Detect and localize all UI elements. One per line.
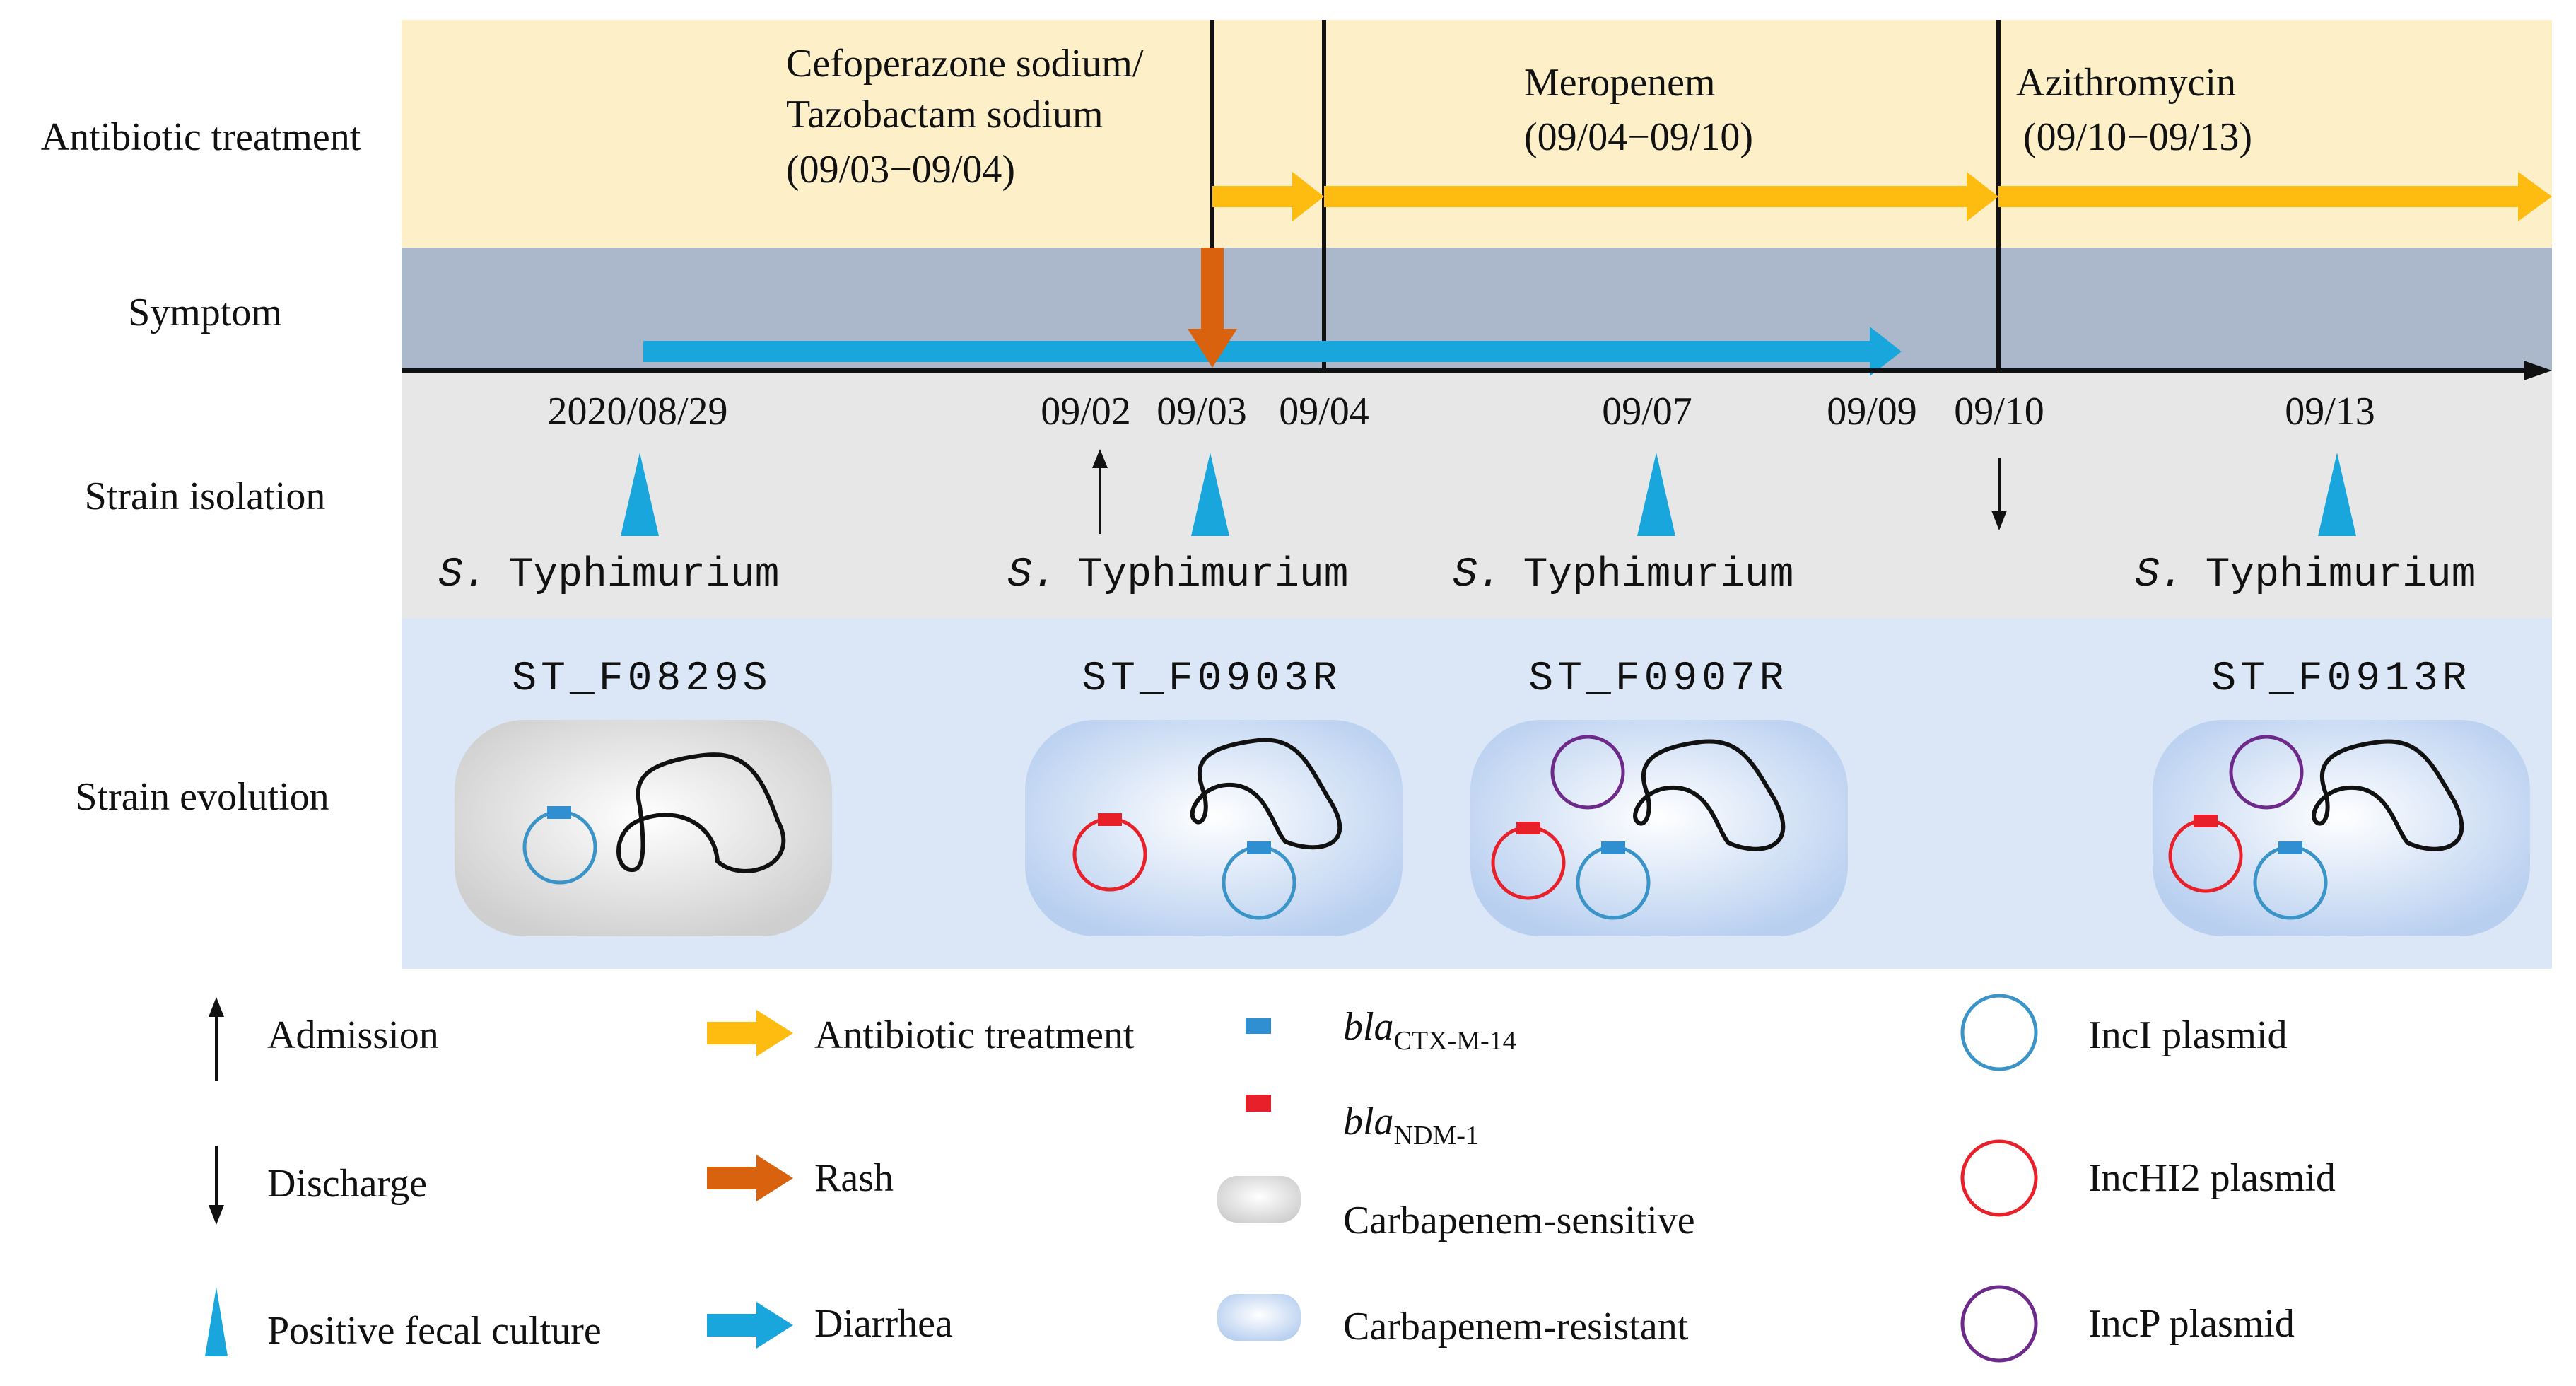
cefoperazone-label-line1: Cefoperazone sodium/ bbox=[786, 42, 1144, 86]
date-0904: 09/04 bbox=[1279, 390, 1369, 433]
date-0913: 09/13 bbox=[2285, 390, 2375, 433]
legend-carbapenem-sensitive: Carbapenem-sensitive bbox=[1217, 1176, 1695, 1242]
row-label-evolution: Strain evolution bbox=[75, 775, 329, 819]
legend-bla-ndm: blaNDM-1 bbox=[1246, 1095, 1479, 1151]
legend-positive-culture-label: Positive fecal culture bbox=[267, 1309, 602, 1353]
date-0907: 09/07 bbox=[1602, 390, 1692, 433]
bla-ndm-marker bbox=[2194, 815, 2218, 827]
cefoperazone-label-line2: Tazobactam sodium bbox=[786, 93, 1103, 136]
positive-culture-0903 bbox=[1191, 453, 1229, 536]
strain-name-s4: ST_F0913R bbox=[2211, 656, 2471, 702]
antibiotic-arrow-meropenem bbox=[1324, 172, 1998, 221]
discharge-arrow bbox=[1991, 458, 2007, 530]
row-label-isolation: Strain isolation bbox=[85, 474, 326, 518]
species-label-0907: S.Typhimurium bbox=[1453, 552, 1794, 598]
rash-arrow bbox=[1188, 248, 1237, 368]
bla-ctx-marker bbox=[2278, 842, 2302, 854]
antibiotic-arrow-cefoperazone bbox=[1212, 172, 1324, 221]
row-label-symptom: Symptom bbox=[128, 291, 282, 334]
strain-name-s1: ST_F0829S bbox=[512, 656, 771, 702]
time-axis bbox=[402, 361, 2552, 380]
positive-culture-0829 bbox=[621, 453, 659, 536]
date-0829: 2020/08/29 bbox=[547, 390, 727, 433]
strain-cell-s3 bbox=[1470, 720, 1848, 936]
legend-discharge: Discharge bbox=[209, 1146, 427, 1225]
legend-admission: Admission bbox=[209, 997, 439, 1081]
admission-arrow bbox=[1092, 449, 1108, 534]
date-0902: 09/02 bbox=[1041, 390, 1131, 433]
date-0903: 09/03 bbox=[1157, 390, 1247, 433]
strain-cell-s2 bbox=[1025, 720, 1403, 936]
chromosome-loop bbox=[616, 752, 786, 873]
row-label-antibiotic: Antibiotic treatment bbox=[41, 115, 361, 159]
meropenem-label: Meropenem bbox=[1524, 61, 1716, 105]
legend-antibiotic-label: Antibiotic treatment bbox=[814, 1013, 1135, 1057]
bla-ndm-marker bbox=[1098, 813, 1122, 826]
legend-inchi2-label: IncHI2 plasmid bbox=[2088, 1156, 2336, 1200]
strain-cell-s4 bbox=[2153, 720, 2530, 936]
diarrhea-arrow bbox=[643, 327, 1902, 376]
incp-plasmid bbox=[1550, 735, 1625, 810]
chromosome-loop bbox=[2312, 739, 2464, 851]
bla-ctx-marker bbox=[1247, 842, 1271, 854]
legend-incp-plasmid: IncP plasmid bbox=[1960, 1285, 2295, 1363]
svg-text:blaNDM-1: blaNDM-1 bbox=[1343, 1100, 1479, 1151]
bla-ndm-marker bbox=[1516, 822, 1540, 834]
legend-incp-label: IncP plasmid bbox=[2088, 1302, 2295, 1346]
positive-culture-0907 bbox=[1637, 453, 1675, 536]
legend-discharge-label: Discharge bbox=[267, 1162, 427, 1206]
legend-antibiotic-arrow: Antibiotic treatment bbox=[707, 1010, 1135, 1057]
meropenem-dates: (09/04−09/10) bbox=[1524, 115, 1753, 159]
legend-inci-label: IncI plasmid bbox=[2088, 1013, 2287, 1057]
legend-carbapenem-resistant: Carbapenem-resistant bbox=[1217, 1294, 1689, 1349]
species-label-0913: S.Typhimurium bbox=[2135, 552, 2476, 598]
azithromycin-label: Azithromycin bbox=[2016, 61, 2236, 105]
bla-ctx-marker bbox=[1601, 842, 1625, 854]
legend-diarrhea-arrow: Diarrhea bbox=[707, 1302, 953, 1349]
date-0909: 09/09 bbox=[1827, 390, 1917, 433]
legend-admission-label: Admission bbox=[267, 1013, 439, 1057]
antibiotic-arrow-azithromycin bbox=[1998, 172, 2552, 221]
strain-cell-s1 bbox=[455, 720, 832, 936]
strain-name-s2: ST_F0903R bbox=[1082, 656, 1341, 702]
legend-carb-sensitive-label: Carbapenem-sensitive bbox=[1343, 1199, 1695, 1242]
chromosome-loop bbox=[1633, 739, 1786, 851]
legend-inchi2-plasmid: IncHI2 plasmid bbox=[1960, 1139, 2336, 1217]
species-label-0829: S.Typhimurium bbox=[438, 552, 780, 598]
legend-rash-label: Rash bbox=[814, 1156, 894, 1200]
legend-diarrhea-label: Diarrhea bbox=[814, 1302, 953, 1346]
date-0910: 09/10 bbox=[1954, 390, 2044, 433]
legend-inci-plasmid: IncI plasmid bbox=[1960, 994, 2287, 1071]
legend-carb-resistant-label: Carbapenem-resistant bbox=[1343, 1305, 1689, 1349]
incp-plasmid bbox=[2229, 735, 2304, 810]
legend-bla-ctx: blaCTX-M-14 bbox=[1246, 1005, 1516, 1056]
cefoperazone-dates: (09/03−09/04) bbox=[786, 148, 1015, 192]
species-label-0903: S.Typhimurium bbox=[1007, 552, 1349, 598]
legend-positive-culture: Positive fecal culture bbox=[205, 1287, 602, 1356]
azithromycin-dates: (09/10−09/13) bbox=[2023, 115, 2252, 159]
isolation-band bbox=[402, 371, 2552, 618]
svg-text:blaCTX-M-14: blaCTX-M-14 bbox=[1343, 1005, 1516, 1056]
chromosome-loop bbox=[1190, 738, 1342, 850]
legend-rash-arrow: Rash bbox=[707, 1155, 894, 1201]
antibiotic-band bbox=[402, 20, 2552, 248]
strain-name-s3: ST_F0907R bbox=[1528, 656, 1788, 702]
bla-ctx-marker bbox=[547, 806, 571, 819]
positive-culture-0913 bbox=[2318, 453, 2356, 536]
